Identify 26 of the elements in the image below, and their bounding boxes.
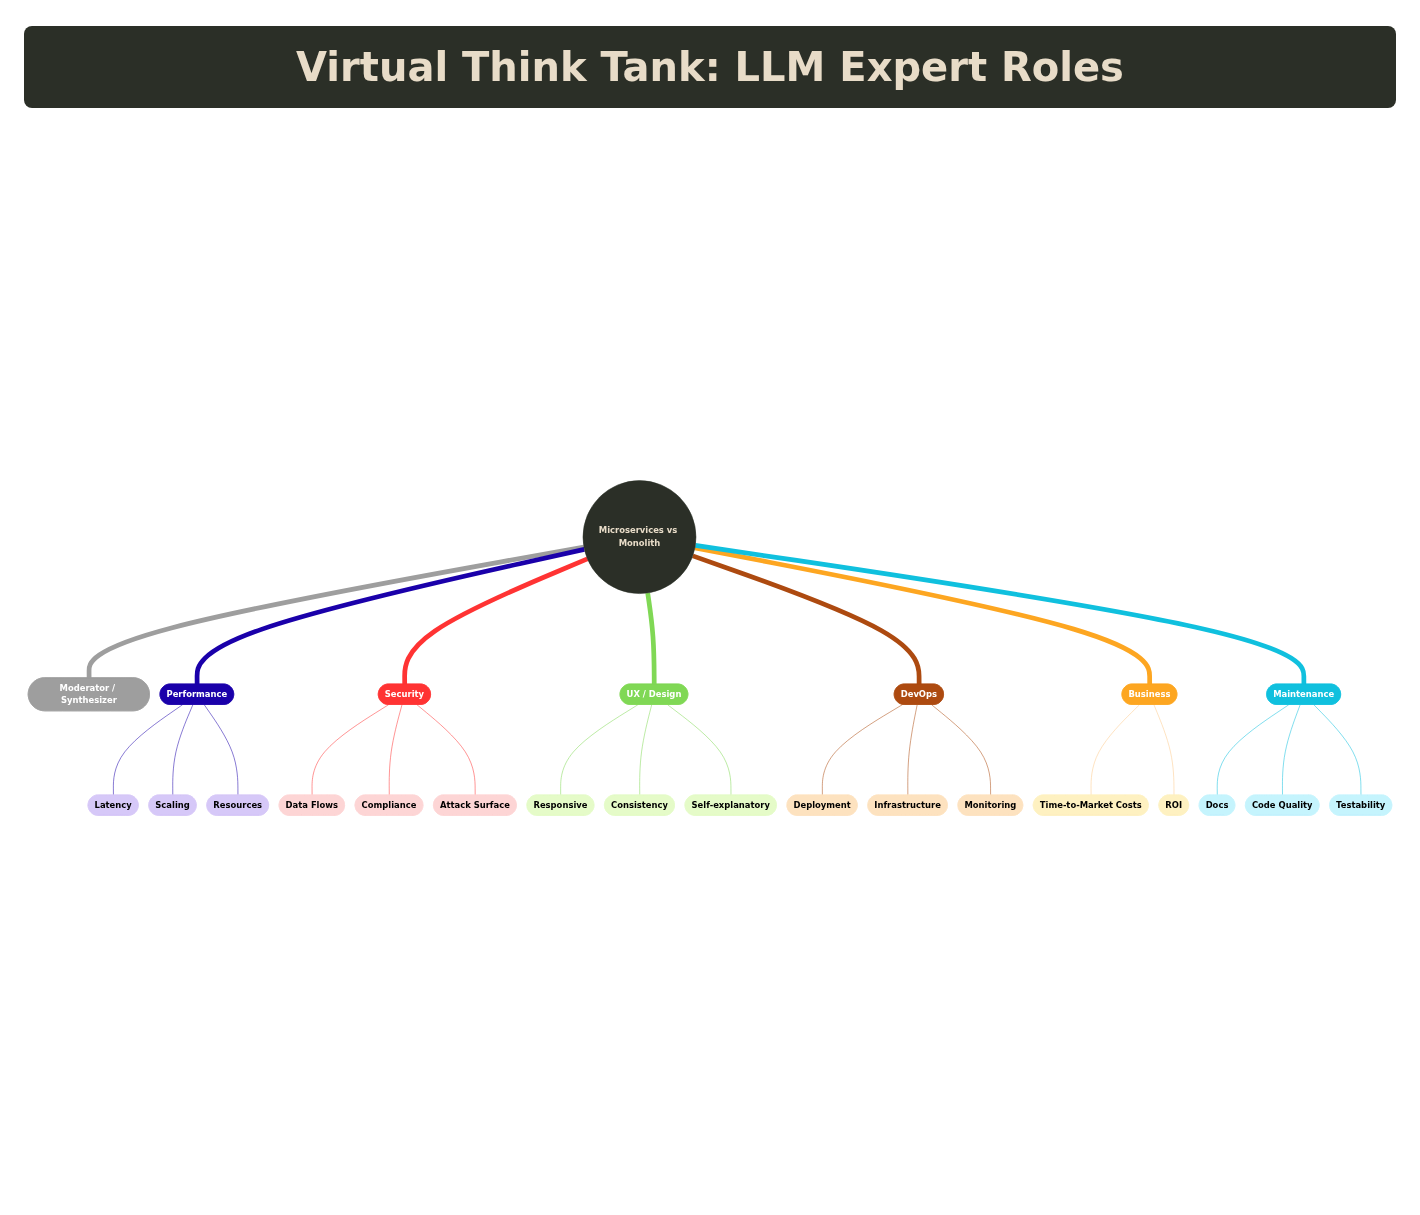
connector: [645, 592, 657, 685]
connector: [931, 704, 991, 796]
connector: [388, 704, 403, 796]
connector: [113, 704, 183, 796]
connector: [311, 704, 389, 796]
node-circle: Microservices vs Monolith: [582, 480, 697, 594]
connector: [667, 704, 732, 796]
connector: [1090, 704, 1140, 796]
connector: [1313, 704, 1362, 796]
connector: [1153, 704, 1175, 796]
connector: [86, 544, 585, 678]
connector: [695, 543, 1307, 685]
connector: [416, 704, 476, 796]
connector: [204, 704, 239, 796]
connector: [194, 547, 585, 685]
connector: [402, 556, 589, 685]
connector: [639, 704, 652, 796]
connector: [822, 704, 903, 796]
connector: [694, 545, 1153, 685]
connector: [692, 553, 922, 685]
connector: [172, 704, 194, 796]
connector: [1216, 704, 1289, 796]
connector: [907, 704, 918, 796]
title-banner: Virtual Think Tank: LLM Expert Roles: [24, 26, 1396, 108]
connector: [560, 704, 639, 796]
connector: [1282, 704, 1301, 796]
